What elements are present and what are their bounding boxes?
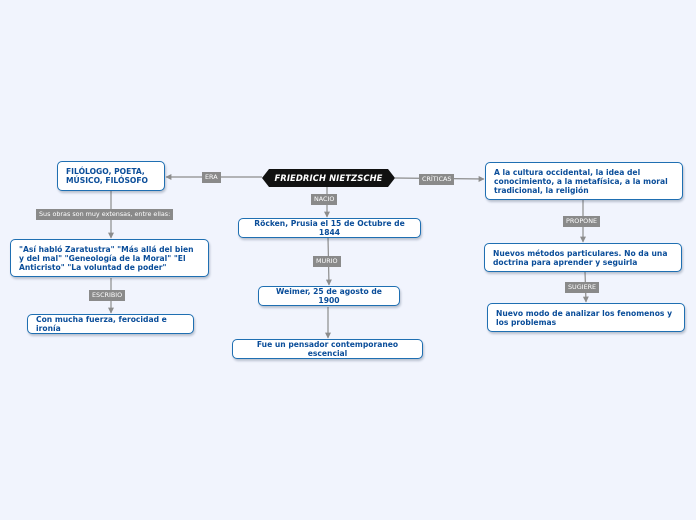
label-nacio: NACIO [311, 194, 338, 205]
label-escribio: ESCRIBIO [89, 290, 126, 301]
node-modo-text: Nuevo modo de analizar los fenomenos y l… [496, 308, 673, 327]
root-title: FRIEDRICH NIETZSCHE [274, 173, 383, 183]
node-weimer[interactable]: Weimer, 25 de agosto de 1900 [258, 286, 400, 306]
node-rocken[interactable]: Röcken, Prusia el 15 de Octubre de 1844 [238, 218, 421, 238]
root-node[interactable]: FRIEDRICH NIETZSCHE [262, 169, 395, 187]
node-metodos[interactable]: Nuevos métodos particulares. No da una d… [484, 243, 682, 272]
node-obras-text: "Así habló Zaratustra" "Más allá del bie… [19, 244, 194, 272]
root-shape [262, 169, 395, 187]
label-sus-obras: Sus obras son muy extensas, entre ellas: [36, 209, 174, 220]
label-propone: PROPONE [563, 216, 601, 227]
node-filologo[interactable]: FILÓLOGO, POETA, MÚSICO, FILÓSOFO [57, 161, 165, 191]
label-criticas: CRÍTICAS [419, 174, 455, 185]
label-era: ERA [202, 172, 221, 183]
node-filologo-text: FILÓLOGO, POETA, MÚSICO, FILÓSOFO [66, 167, 149, 185]
node-rocken-text: Röcken, Prusia el 15 de Octubre de 1844 [254, 219, 405, 237]
node-fuerza-text: Con mucha fuerza, ferocidad e ironía [36, 315, 167, 333]
node-modo[interactable]: Nuevo modo de analizar los fenomenos y l… [487, 303, 685, 332]
node-weimer-text: Weimer, 25 de agosto de 1900 [276, 287, 382, 305]
node-metodos-text: Nuevos métodos particulares. No da una d… [493, 248, 668, 267]
node-fuerza[interactable]: Con mucha fuerza, ferocidad e ironía [27, 314, 194, 334]
node-critica-text: A la cultura occidental, la idea del con… [494, 167, 668, 195]
node-critica[interactable]: A la cultura occidental, la idea del con… [485, 162, 683, 200]
node-pensador[interactable]: Fue un pensador contemporaneo escencial [232, 339, 423, 359]
node-obras[interactable]: "Así habló Zaratustra" "Más allá del bie… [10, 239, 209, 277]
label-sugiere: SUGIERE [565, 282, 600, 293]
node-pensador-text: Fue un pensador contemporaneo escencial [256, 340, 399, 358]
label-murio: MURIO [313, 256, 341, 267]
